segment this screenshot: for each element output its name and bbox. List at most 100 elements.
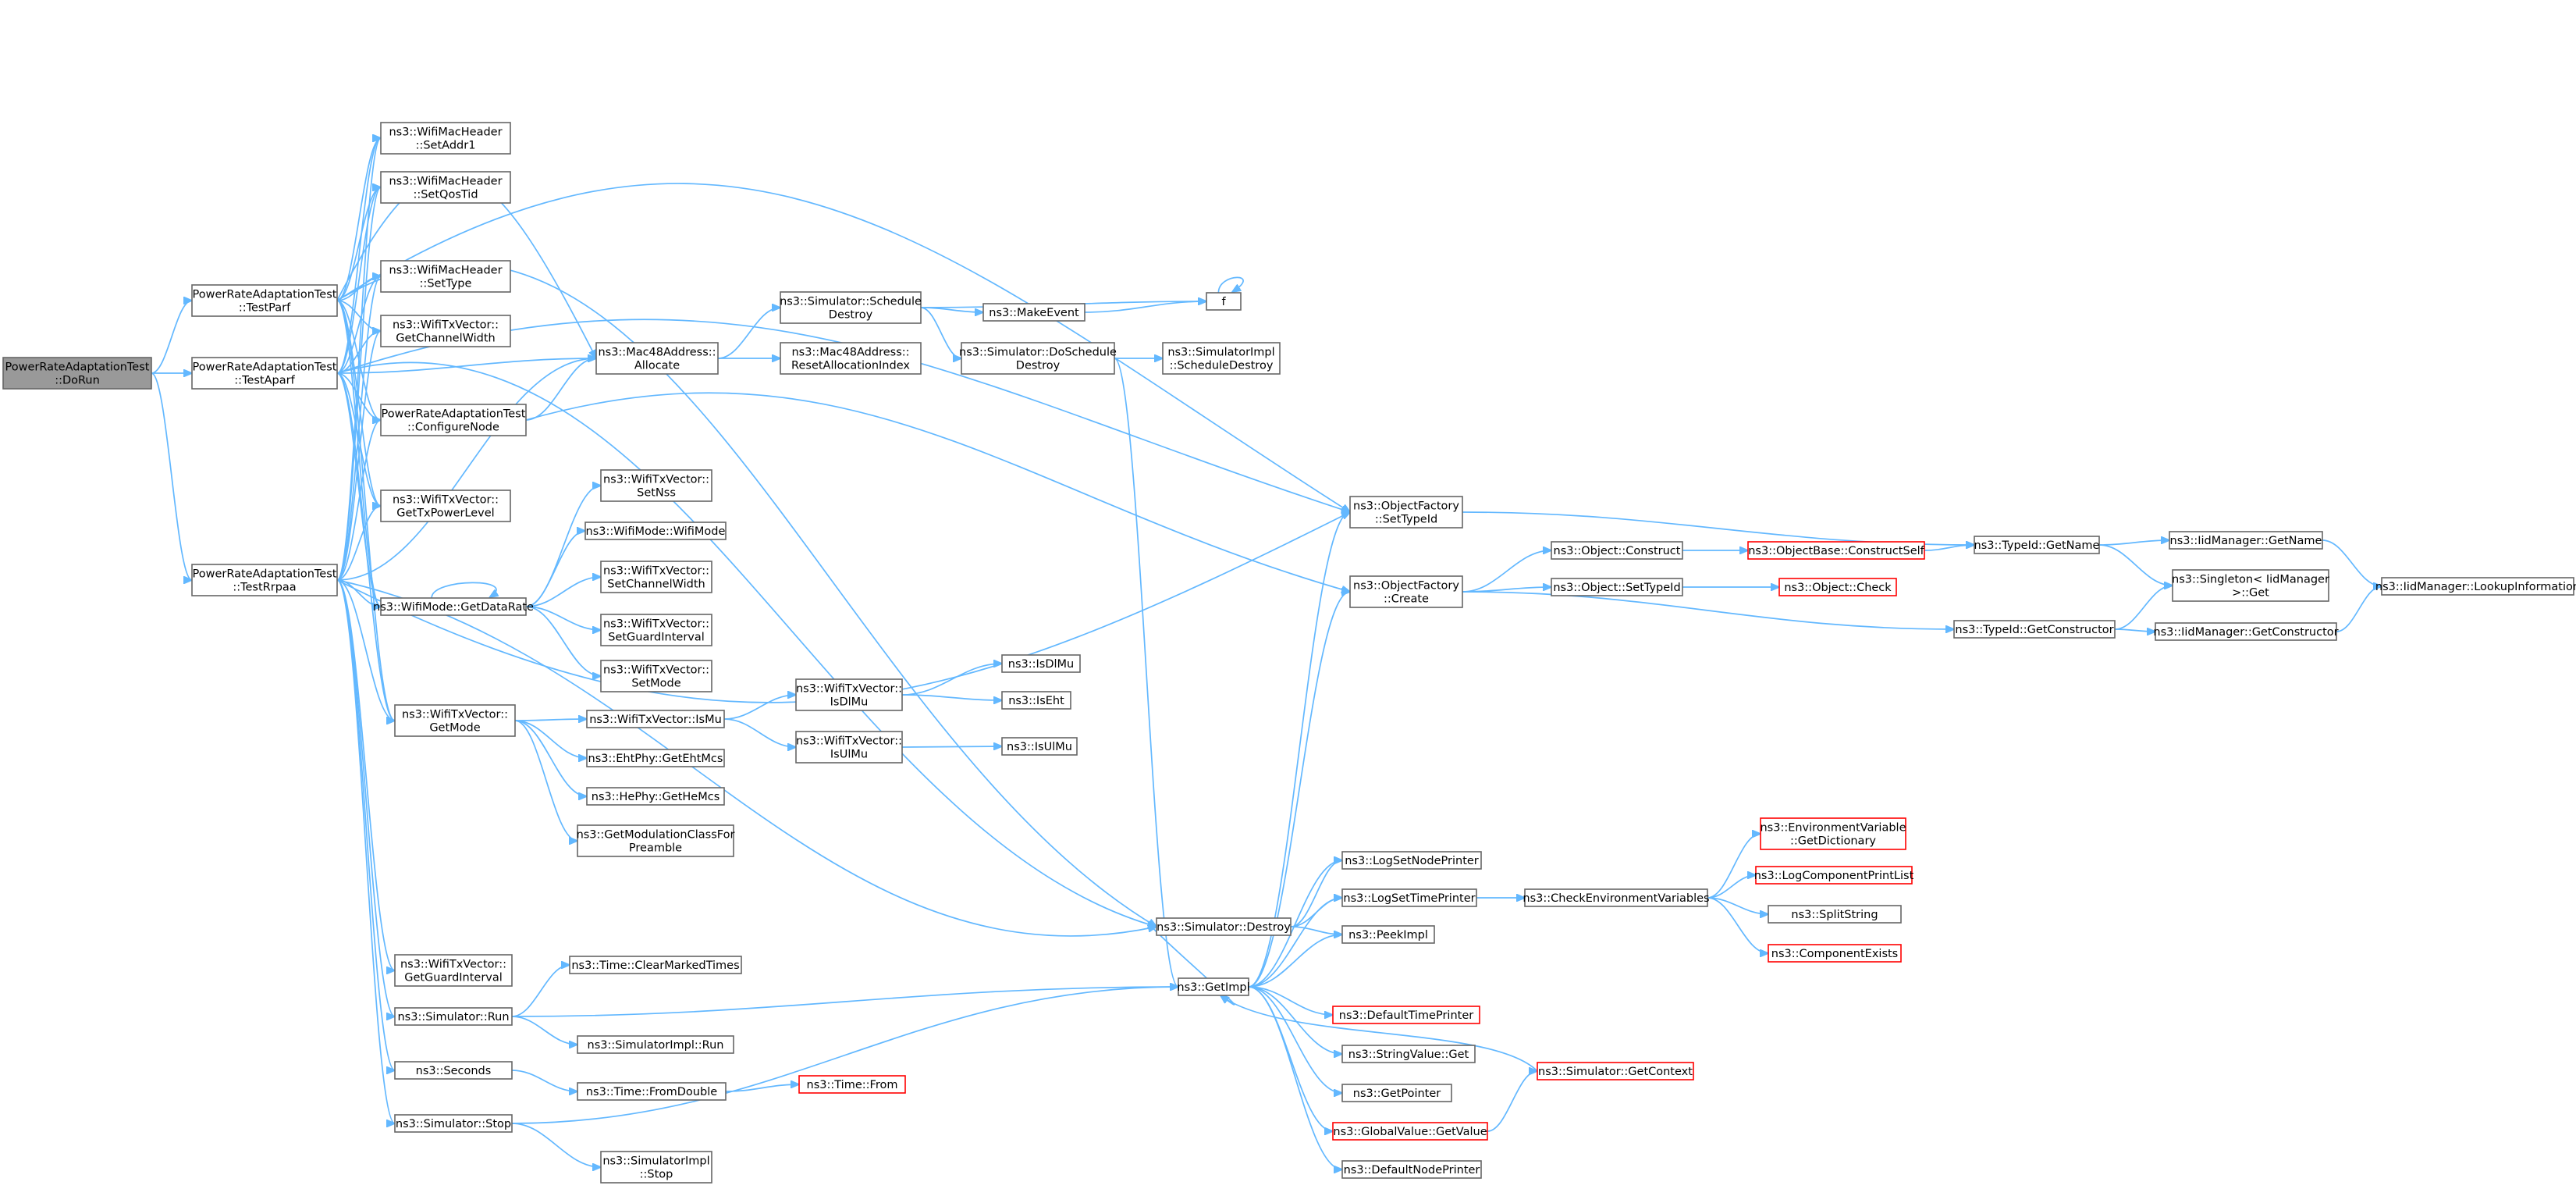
node-makeevent[interactable]: ns3::MakeEvent (982, 303, 1085, 322)
node-box (1974, 536, 2100, 554)
node-testaparf[interactable]: PowerRateAdaptationTest::TestAparf (191, 357, 338, 390)
node-simstop[interactable]: ns3::Simulator::Stop (394, 1114, 513, 1133)
node-timefrom[interactable]: ns3::Time::From (798, 1075, 906, 1094)
node-f[interactable]: f (1206, 292, 1242, 311)
node-deftime[interactable]: ns3::DefaultTimePrinter (1332, 1006, 1480, 1024)
node-gethemcs[interactable]: ns3::HePhy::GetHeMcs (586, 787, 725, 806)
node-isulmu2[interactable]: ns3::IsUlMu (1001, 737, 1078, 756)
node-setaddr1[interactable]: ns3::WifiMacHeader::SetAddr1 (380, 122, 511, 155)
node-label: ns3::ComponentExists (1771, 948, 1899, 960)
call-edge-testrrpaa-to-setqostid (336, 187, 381, 581)
node-lookupinfo[interactable]: ns3::IidManager::LookupInformation (2375, 577, 2576, 596)
node-testrrpaa[interactable]: PowerRateAdaptationTest::TestRrpaa (191, 564, 338, 596)
node-scheduledestroy[interactable]: ns3::Simulator::ScheduleDestroy (780, 291, 922, 324)
node-logcomp[interactable]: ns3::LogComponentPrintList (1754, 866, 1914, 885)
node-compexists[interactable]: ns3::ComponentExists (1768, 944, 1902, 963)
node-simimplstop[interactable]: ns3::SimulatorImpl::Stop (600, 1151, 712, 1184)
node-label: ns3::Mac48Address:: (791, 347, 909, 359)
node-constructself[interactable]: ns3::ObjectBase::ConstructSelf (1747, 541, 1925, 560)
node-getdatarate[interactable]: ns3::WifiMode::GetDataRate (373, 597, 534, 616)
node-iseht[interactable]: ns3::IsEht (1001, 691, 1071, 710)
node-label: ns3::Mac48Address:: (598, 347, 716, 359)
call-edge-seconds-to-fromdouble (511, 1070, 577, 1091)
node-label: ns3::WifiTxVector:: (603, 474, 709, 486)
node-label: ns3::Simulator::DoSchedule (959, 347, 1117, 359)
node-label: ResetAllocationIndex (791, 360, 910, 372)
node-isulmu[interactable]: ns3::WifiTxVector::IsUlMu (795, 731, 903, 764)
node-wifimode[interactable]: ns3::WifiMode::WifiMode (584, 522, 727, 540)
node-checkenv[interactable]: ns3::CheckEnvironmentVariables (1523, 888, 1710, 907)
node-simrun[interactable]: ns3::Simulator::Run (394, 1007, 513, 1026)
node-gettxpowerlevel[interactable]: ns3::WifiTxVector::GetTxPowerLevel (380, 489, 511, 522)
node-box (1332, 1006, 1480, 1024)
node-simimplrun[interactable]: ns3::SimulatorImpl::Run (577, 1035, 734, 1054)
node-objsettypeid[interactable]: ns3::Object::SetTypeId (1551, 578, 1683, 596)
node-logsettime[interactable]: ns3::LogSetTimePrinter (1341, 888, 1477, 907)
node-getchannelwidth[interactable]: ns3::WifiTxVector::GetChannelWidth (380, 315, 511, 347)
node-globalget[interactable]: ns3::GlobalValue::GetValue (1332, 1122, 1488, 1141)
node-clearmarked[interactable]: ns3::Time::ClearMarkedTimes (569, 956, 742, 974)
call-edge-settypeid-to-typeidgetname (1462, 511, 1974, 545)
node-ismu[interactable]: ns3::WifiTxVector::IsMu (586, 710, 725, 728)
node-splitstring[interactable]: ns3::SplitString (1768, 905, 1902, 924)
node-label: GetTxPowerLevel (396, 507, 494, 520)
call-edge-scheduledestroy-to-makeevent (920, 307, 983, 312)
node-setmode[interactable]: ns3::WifiTxVector::SetMode (600, 660, 712, 692)
node-isdlmu[interactable]: ns3::WifiTxVector::IsDlMu (795, 678, 903, 711)
node-box (600, 1151, 712, 1184)
node-getmode[interactable]: ns3::WifiTxVector::GetMode (394, 704, 516, 737)
node-label: ::TestParf (239, 302, 291, 315)
node-setnss[interactable]: ns3::WifiTxVector::SetNss (600, 469, 712, 502)
node-settypeid[interactable]: ns3::ObjectFactory::SetTypeId (1349, 496, 1463, 529)
node-strget[interactable]: ns3::StringValue::Get (1341, 1045, 1476, 1063)
call-edge-getmode-to-gethemcs (514, 720, 587, 796)
node-seconds[interactable]: ns3::Seconds (394, 1061, 513, 1080)
node-peekimpl[interactable]: ns3::PeekImpl (1341, 925, 1435, 944)
node-allocate[interactable]: ns3::Mac48Address::Allocate (595, 342, 719, 375)
node-simdestroy[interactable]: ns3::Simulator::Destroy (1156, 917, 1292, 936)
node-label: ns3::HePhy::GetHeMcs (592, 791, 720, 803)
node-label: ns3::WifiTxVector:: (402, 709, 508, 721)
node-getimpl[interactable]: ns3::GetImpl (1177, 977, 1250, 996)
node-iidgetname[interactable]: ns3::IidManager::GetName (2169, 531, 2323, 550)
node-label: ns3::SimulatorImpl (602, 1155, 709, 1168)
node-label: ns3::WifiMacHeader (389, 126, 502, 139)
node-configurenode[interactable]: PowerRateAdaptationTest::ConfigureNode (380, 404, 527, 436)
node-setguardinterval[interactable]: ns3::WifiTxVector::SetGuardInterval (600, 614, 712, 646)
node-setchannelwidth[interactable]: ns3::WifiTxVector::SetChannelWidth (600, 561, 712, 593)
node-label: ns3::GetImpl (1177, 981, 1249, 994)
node-singleton[interactable]: ns3::Singleton< IidManager >::Get (2172, 569, 2329, 602)
node-getehtmcs[interactable]: ns3::EhtPhy::GetEhtMcs (586, 749, 725, 767)
node-dorun[interactable]: PowerRateAdaptationTest::DoRun (2, 357, 152, 390)
node-box (795, 731, 903, 764)
node-resetalloc[interactable]: ns3::Mac48Address::ResetAllocationIndex (780, 342, 922, 375)
node-iidgetctor[interactable]: ns3::IidManager::GetConstructor (2153, 622, 2339, 641)
node-label: ::ConfigureNode (407, 422, 499, 434)
node-typeidgetctor[interactable]: ns3::TypeId::GetConstructor (1953, 620, 2116, 639)
node-simimplsched[interactable]: ns3::SimulatorImpl::ScheduleDestroy (1162, 342, 1281, 375)
node-settype[interactable]: ns3::WifiMacHeader::SetType (380, 260, 511, 293)
node-create[interactable]: ns3::ObjectFactory::Create (1349, 575, 1463, 608)
call-edge-getimpl-to-strget (1248, 986, 1342, 1054)
node-objconstruct[interactable]: ns3::Object::Construct (1551, 541, 1683, 560)
node-box (1001, 737, 1078, 756)
node-getguardinterval[interactable]: ns3::WifiTxVector::GetGuardInterval (394, 954, 513, 987)
node-typeidgetname[interactable]: ns3::TypeId::GetName (1974, 536, 2100, 554)
node-logsetnode[interactable]: ns3::LogSetNodePrinter (1341, 851, 1482, 870)
node-box (795, 678, 903, 711)
node-testparf[interactable]: PowerRateAdaptationTest::TestParf (191, 284, 338, 317)
call-edge-simstop-to-simimplstop (511, 1123, 601, 1167)
node-label: IsDlMu (830, 696, 869, 709)
node-getpointer[interactable]: ns3::GetPointer (1341, 1084, 1452, 1102)
node-getcontext[interactable]: ns3::Simulator::GetContext (1537, 1062, 1694, 1080)
node-objcheck[interactable]: ns3::Object::Check (1778, 578, 1897, 596)
node-isdlmu2[interactable]: ns3::IsDlMu (1001, 654, 1081, 673)
call-edge-getimpl-to-create (1248, 592, 1350, 988)
call-edge-getdatarate-to-setnss (525, 486, 601, 607)
node-setqostid[interactable]: ns3::WifiMacHeader::SetQosTid (380, 171, 511, 204)
node-fromdouble[interactable]: ns3::Time::FromDouble (577, 1082, 727, 1101)
node-envgetdict[interactable]: ns3::EnvironmentVariable::GetDictionary (1760, 817, 1906, 850)
node-defnode[interactable]: ns3::DefaultNodePrinter (1341, 1160, 1482, 1179)
